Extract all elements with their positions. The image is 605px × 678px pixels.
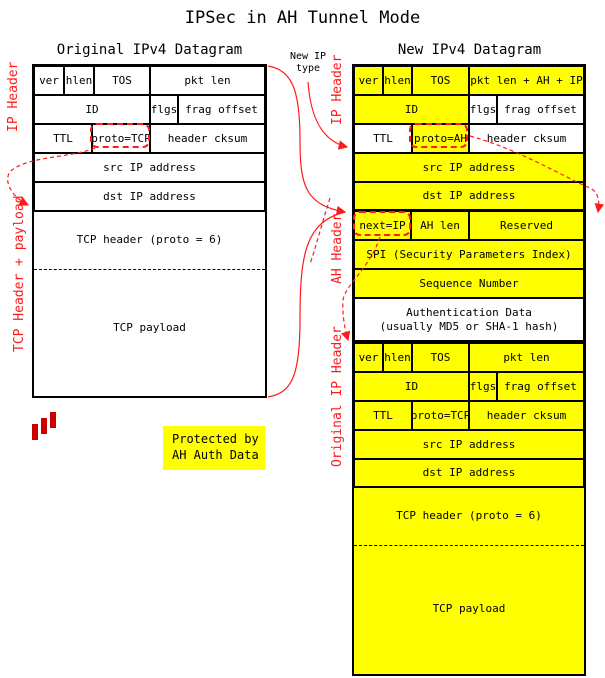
red-bars-logo-icon <box>32 412 56 440</box>
orig-ver-field: ver <box>34 66 64 95</box>
orig-flags-field: flgs <box>150 95 178 124</box>
inner-proto-field: proto=TCP <box>411 401 470 430</box>
inner-ver-field: ver <box>354 343 383 372</box>
new-flags-field: flgs <box>469 95 497 124</box>
inner-ip-header-label: Original IP Header <box>330 326 345 467</box>
new-ttl-field: TTL <box>354 124 412 153</box>
legend-line1: Protected by <box>172 432 259 446</box>
inner-dst-field: dst IP address <box>354 459 584 487</box>
orig-proto-field: proto=TCP <box>91 124 151 153</box>
ah-auth-line1: Authentication Data <box>406 305 532 319</box>
orig-proto-highlight <box>90 123 150 148</box>
orig-tcp-header: TCP header (proto = 6) <box>76 233 223 246</box>
inner-src-field: src IP address <box>354 430 584 459</box>
inner-hlen-field: hlen <box>383 343 412 372</box>
note-line1: New IP <box>289 51 327 62</box>
ah-next-highlight <box>353 211 411 236</box>
ah-sequence-field: Sequence Number <box>354 269 584 298</box>
new-ver-field: ver <box>354 66 383 95</box>
diagram-title: IPSec in AH Tunnel Mode <box>184 8 421 28</box>
orig-hlen-field: hlen <box>64 66 94 95</box>
ah-len-field: AH len <box>411 211 469 240</box>
legend-line2: AH Auth Data <box>172 448 259 462</box>
ah-reserved-field: Reserved <box>469 211 584 240</box>
orig-id-field: ID <box>34 95 150 124</box>
orig-pktlen-field: pkt len <box>150 66 265 95</box>
inner-cksum-field: header cksum <box>469 401 584 430</box>
inner-flags-field: flgs <box>469 372 497 401</box>
inner-frag-field: frag offset <box>497 372 584 401</box>
original-datagram: ver hlen TOS pkt len ID flgs frag offset… <box>32 64 267 398</box>
orig-tcp-label: TCP Header + payload <box>12 195 27 352</box>
ah-header-label: AH Header <box>330 213 345 284</box>
protected-legend: Protected by AH Auth Data <box>163 426 265 470</box>
new-cksum-field: header cksum <box>469 124 584 153</box>
new-ip-type-note: New IP type <box>288 51 328 75</box>
new-frag-field: frag offset <box>497 95 584 124</box>
new-datagram: ver hlen TOS pkt len + AH + IP ID flgs f… <box>352 64 586 676</box>
inner-tcp-payload: TCP payload <box>432 601 506 615</box>
ah-auth-data-field: Authentication Data (usually MD5 or SHA-… <box>354 298 584 341</box>
new-id-field: ID <box>354 95 469 124</box>
orig-ip-header-label: IP Header <box>6 61 21 132</box>
ah-spi-field: SPI (Security Parameters Index) <box>354 240 584 269</box>
new-dst-field: dst IP address <box>354 182 584 210</box>
inner-ttl-field: TTL <box>354 401 412 430</box>
new-ip-header-label: IP Header <box>330 54 345 125</box>
orig-ttl-field: TTL <box>34 124 92 153</box>
inner-id-field: ID <box>354 372 469 401</box>
new-pktlen-field: pkt len + AH + IP <box>469 66 584 95</box>
orig-frag-field: frag offset <box>178 95 265 124</box>
ah-auth-line2: (usually MD5 or SHA-1 hash) <box>379 319 559 333</box>
new-proto-highlight <box>409 123 468 148</box>
orig-dst-field: dst IP address <box>34 182 265 211</box>
new-datagram-heading: New IPv4 Datagram <box>397 42 542 58</box>
new-proto-field: proto=AH <box>412 124 469 153</box>
new-hlen-field: hlen <box>383 66 412 95</box>
inner-pktlen-field: pkt len <box>469 343 584 372</box>
orig-tos-field: TOS <box>94 66 150 95</box>
orig-cksum-field: header cksum <box>150 124 265 153</box>
note-line2: type <box>295 63 321 74</box>
new-src-field: src IP address <box>354 153 584 182</box>
inner-tcp-header: TCP header (proto = 6) <box>396 509 542 522</box>
original-datagram-heading: Original IPv4 Datagram <box>56 42 243 58</box>
inner-tos-field: TOS <box>412 343 469 372</box>
new-tos-field: TOS <box>412 66 469 95</box>
orig-src-field: src IP address <box>34 153 265 182</box>
orig-tcp-payload: TCP payload <box>113 321 186 334</box>
